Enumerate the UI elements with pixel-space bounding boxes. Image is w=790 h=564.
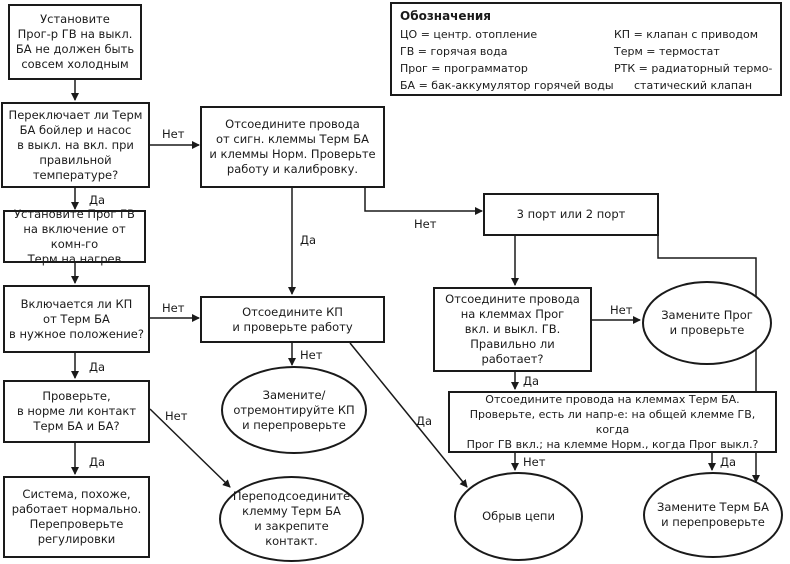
- legend-item: Прог = программатор: [400, 62, 528, 75]
- edge-label-yes: Да: [89, 455, 106, 469]
- edge-n8-n15: [349, 342, 468, 488]
- result-replace-thermostat: Замените Терм БА и перепроверьте: [643, 472, 783, 558]
- result-replace-valve: Замените/ отремонтируйте КП и перепровер…: [221, 366, 367, 454]
- step-check-voltage: Отсоедините провода на клеммах Терм БА. …: [448, 391, 777, 453]
- question-disconnect-programmer-wires: Отсоедините провода на клеммах Прог вкл.…: [433, 287, 592, 372]
- step-set-hw-programmer-off: Установите Прог-р ГВ на выкл. БА не долж…: [8, 4, 142, 80]
- question-valve-switches: Включается ли КП от Терм БА в нужное пол…: [3, 285, 150, 353]
- legend-item: РТК = радиаторный термо-: [614, 62, 773, 75]
- edge-n7-n11: [364, 188, 483, 215]
- edge-label-no: Нет: [414, 217, 437, 231]
- edge-label-yes: Да: [89, 193, 106, 207]
- result-system-ok: Система, похоже, работает нормально. Пер…: [3, 476, 150, 558]
- edge-label-no: Нет: [162, 127, 185, 141]
- legend-box: Обозначения ЦО = центр. отопление ГВ = г…: [390, 2, 782, 96]
- edge-label-no: Нет: [162, 301, 185, 315]
- result-reconnect-terminal: Переподсоедините клемму Терм БА и закреп…: [219, 476, 364, 562]
- result-replace-programmer: Замените Прог и проверьте: [642, 281, 772, 365]
- legend-item: Терм = термостат: [614, 45, 720, 58]
- legend-item: БА = бак-аккумулятор горячей воды: [400, 79, 614, 92]
- legend-item: ЦО = центр. отопление: [400, 28, 538, 41]
- legend-item: ГВ = горячая вода: [400, 45, 508, 58]
- edge-label-yes: Да: [300, 233, 317, 247]
- question-thermostat-switches-boiler: Переключает ли Терм БА бойлер и насос в …: [1, 102, 150, 188]
- step-disconnect-signal-wires: Отсоедините провода от сигн. клеммы Терм…: [200, 106, 385, 188]
- edge-label-yes: Да: [523, 374, 540, 388]
- edge-label-no: Нет: [165, 409, 188, 423]
- result-open-circuit: Обрыв цепи: [454, 472, 583, 561]
- edge-label-yes: Да: [416, 414, 433, 428]
- legend-item: статический клапан: [634, 79, 753, 92]
- step-set-hw-programmer-on: Установите Прог ГВ на включение от комн-…: [3, 207, 146, 266]
- edge-n5-n10: [149, 408, 231, 488]
- step-disconnect-valve: Отсоедините КП и проверьте работу: [200, 296, 385, 343]
- question-check-contact: Проверьте, в норме ли контакт Терм БА и …: [3, 380, 150, 443]
- edge-label-no: Нет: [523, 455, 546, 469]
- legend-title: Обозначения: [400, 9, 491, 23]
- edge-label-yes: Да: [720, 455, 737, 469]
- question-3-port-or-2-port: 3 порт или 2 порт: [483, 193, 659, 236]
- edge-label-no: Нет: [300, 348, 323, 362]
- edge-n11-n16: [657, 236, 760, 483]
- edge-label-yes: Да: [89, 360, 106, 374]
- legend-item: КП = клапан с приводом: [614, 28, 759, 41]
- edge-label-no: Нет: [610, 303, 633, 317]
